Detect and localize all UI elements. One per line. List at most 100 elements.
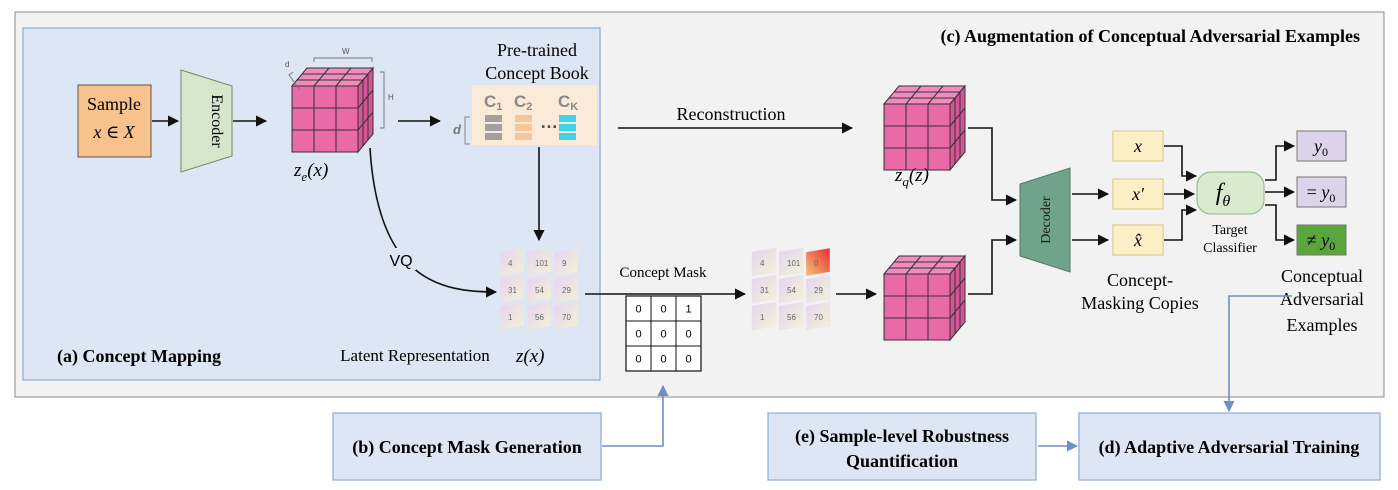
codebook-dim-label: d [453,122,462,137]
latent-rep-var: z(x) [515,346,544,367]
classifier-caption-1: Target [1212,223,1247,238]
mask-cell-value: 0 [660,304,666,316]
cube-dim-d: d [285,60,289,69]
output-box-2 [1296,176,1347,208]
copy-label-1: x [1133,136,1142,156]
latent-tile-value: 4 [508,259,513,268]
latent-tile [805,274,831,304]
mask-cell-value: 0 [685,354,691,366]
concept-mapping-title: (a) Concept Mapping [57,346,221,367]
latent-tile [499,274,525,304]
masked-reconstruction-cube [882,254,967,342]
encoder-label: Encoder [208,94,225,148]
concept-mask-label: Concept Mask [619,265,707,281]
reconstruction-label: Reconstruction [677,104,786,124]
encoded-latent-cube [290,66,375,154]
mask-cell-value: 0 [660,329,666,341]
copies-caption-2: Masking Copies [1081,293,1199,313]
arrow-b-to-mask [602,384,669,447]
code-label-1: C1 [484,92,502,113]
mask-cell-value: 1 [685,304,691,316]
decoder-block [1019,167,1071,273]
decoder-label: Decoder [1039,196,1054,244]
code-vector-cell [515,133,532,140]
cube-dim-h: H [388,93,394,102]
arrow-classifier-y0 [1265,140,1296,181]
mask-cell-value: 0 [635,354,641,366]
output-label-3: ≠ y0 [1307,230,1335,253]
latent-tile-value: 29 [814,286,823,295]
output-label-2: = y0 [1307,182,1336,205]
copies-caption-1: Concept- [1107,270,1173,290]
code-label-2: C2 [514,92,532,113]
latent-tile-value: 54 [535,286,544,295]
latent-tile [553,301,579,331]
latent-tile [778,274,804,304]
classifier-caption-2: Classifier [1203,241,1257,256]
copy-label-3: x̂ [1133,230,1142,250]
code-vector-cell [559,133,576,140]
classifier-symbol: fθ [1216,180,1231,210]
concept-masking-copies: xx′x̂ [1112,130,1164,256]
latent-tile [499,247,525,277]
code-vector-cell [515,124,532,131]
latent-tile [526,301,552,331]
mask-table-frame [625,295,702,372]
encoder-block [180,69,233,173]
box-b-label: (b) Concept Mask Generation [352,437,581,458]
code-vector-cell [485,133,502,140]
codebook-title-2: Concept Book [485,63,589,83]
target-classifier [1196,171,1265,215]
copy-box-2 [1112,178,1164,210]
output-box-1 [1296,130,1347,162]
box-e-label-2: Quantification [846,451,958,471]
classifier-outputs: y0 = y0 ≠ y0 [1296,130,1347,256]
sample-box [77,84,152,158]
arrow-masked-decoder [968,234,1018,295]
cube-dim-bracket-w [313,57,373,62]
latent-tile [553,247,579,277]
code-vector-cell [485,124,502,131]
mask-cell-value: 0 [635,304,641,316]
box-b-concept-mask-generation [332,412,602,481]
latent-rep-label: Latent Representation [340,346,490,365]
codebook-title-1: Pre-trained [497,40,577,60]
box-d-label: (d) Adaptive Adversarial Training [1099,437,1360,458]
code-vector-cell [559,124,576,131]
box-d-adaptive-training [1078,412,1381,481]
adv-caption-2: Adversarial [1280,289,1364,309]
zq-label: zq(z) [894,165,929,189]
mask-cell-value: 0 [685,329,691,341]
latent-tile-value: 1 [760,313,765,322]
arrow-x-classifier [1164,145,1198,182]
latent-tile-value: 70 [562,313,571,322]
copy-box-1 [1112,130,1164,162]
latent-tile-value: 9 [562,259,567,268]
sample-label: Sample [87,94,141,114]
latent-tile [553,274,579,304]
mask-cell-value: 0 [660,354,666,366]
latent-tile [778,301,804,331]
mask-cell-value: 0 [635,329,641,341]
augmentation-title: (c) Augmentation of Conceptual Adversari… [941,26,1360,47]
latent-tile [526,274,552,304]
latent-tile [499,301,525,331]
codebook-dim-bracket [464,116,470,145]
sample-set-label: x ∈ X [92,122,135,142]
output-label-1: y0 [1312,136,1328,159]
code-label-3: CK [558,92,578,113]
latent-tile-value: 31 [760,286,769,295]
latent-tile-value: 0 [814,259,819,268]
code-vector-cell [485,115,502,122]
arrow-zq-decoder [968,127,1018,206]
latent-tile-value: 56 [787,313,796,322]
latent-tile [526,247,552,277]
code-vector-cell [515,115,532,122]
latent-tile-value: 31 [508,286,517,295]
latent-tile [751,301,777,331]
latent-tile [805,301,831,331]
